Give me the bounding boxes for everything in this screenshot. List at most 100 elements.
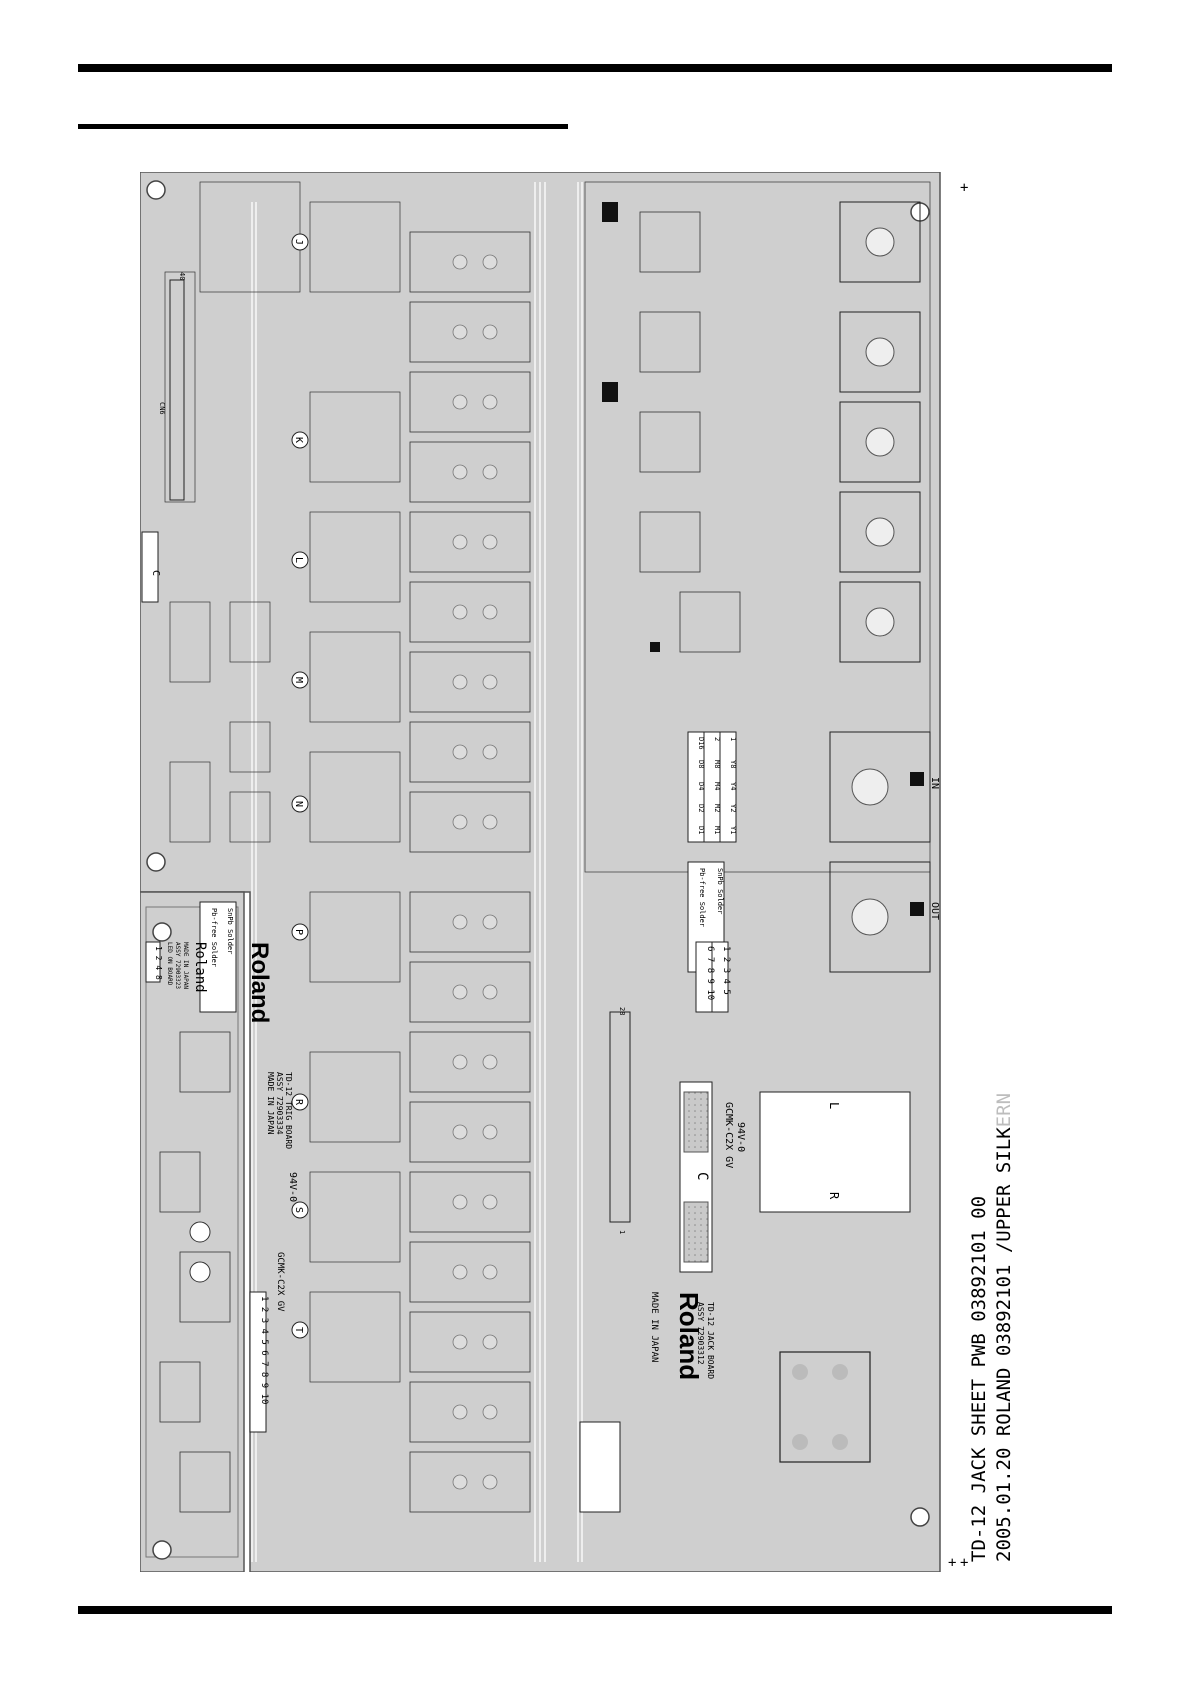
code-table: 1 Y8 Y4 Y2 Y1 2 M8 M4 M2 M1 D16 D8 D4 D2… — [687, 731, 737, 843]
zone-letter-n: N — [293, 801, 304, 807]
trig-box-n5: 5 — [259, 1339, 269, 1344]
code-cell: Y1 — [729, 826, 737, 834]
trig-assy: ASSY 72903334 — [275, 1072, 284, 1135]
code-cell: Y2 — [729, 804, 737, 812]
zone-letter-t: T — [293, 1327, 304, 1333]
svg-text:+: + — [960, 180, 968, 196]
zone-letters: J K L M N P R S T — [291, 233, 309, 1339]
trig-box-8: 8 — [154, 975, 163, 980]
svg-text:C: C — [150, 570, 161, 576]
zone-letter-p: P — [293, 929, 304, 935]
trig-box-n9: 9 — [259, 1383, 269, 1388]
main-board-name: TD-12 JACK BOARD — [706, 1302, 715, 1379]
zone-letter-j: J — [293, 239, 304, 245]
code-cell: D1 — [697, 826, 705, 834]
code-cell: 2 — [713, 737, 721, 741]
trig-box-4: 4 — [154, 965, 163, 970]
code-cell: M4 — [713, 782, 721, 790]
bottom-rule — [78, 1606, 1112, 1614]
trig-box-n2: 2 — [259, 1307, 269, 1312]
svg-text:1 2 3 4 5: 1 2 3 4 5 — [721, 946, 731, 995]
trig-box-n6: 6 — [259, 1350, 269, 1355]
box-6: 6 — [705, 946, 715, 951]
trig-box-1: 1 — [154, 946, 163, 951]
top-rule — [78, 64, 1112, 72]
sheet-title-lines: 2005.01.20 ROLAND 03892101 /UPPER SILKER… — [948, 180, 1015, 1571]
box-9: 9 — [705, 979, 715, 984]
box-1: 1 — [721, 946, 731, 951]
code-row-1: 1 — [729, 737, 737, 741]
lr-l: L — [827, 1102, 841, 1109]
trig-box-n7: 7 — [259, 1361, 269, 1366]
trig-made-in: MADE IN JAPAN — [266, 1072, 275, 1135]
cn6-connector: 40 CN6 — [158, 272, 186, 501]
snpb-label: SnPb Solder — [716, 868, 724, 914]
sheet-title-line: 2005.01.20 ROLAND 03892101 /UPPER SILK — [993, 1127, 1015, 1562]
code-cell: D2 — [697, 804, 705, 812]
sheet-title-faded: ERN — [993, 1093, 1015, 1127]
zone-letter-s: S — [293, 1207, 304, 1213]
jack-in-label: IN — [929, 777, 940, 789]
svg-text:1 2 3 4 5 6 7 8 9 10: 1 2 3 4 5 6 7 8 9 10 — [259, 1296, 269, 1404]
trig-roland-small: Roland — [192, 942, 208, 993]
pin-28: 28 — [618, 1007, 626, 1015]
cn101-connector: 28 1 C — [609, 1007, 713, 1273]
code-cell: M2 — [713, 804, 721, 812]
zone-letter-m: M — [293, 677, 304, 683]
trig-box-n1: 1 — [259, 1296, 269, 1301]
zone-letter-r: R — [293, 1099, 304, 1106]
box-5: 5 — [721, 989, 731, 994]
main-made-in: MADE IN JAPAN — [649, 1292, 659, 1362]
trig-roland-logo: Roland — [246, 942, 273, 1023]
zone-letter-k: K — [293, 437, 304, 443]
trig-snpb: SnPb Solder — [226, 908, 234, 954]
code-cell: M1 — [713, 826, 721, 834]
trig-box-n8: 8 — [259, 1372, 269, 1377]
trig-maker-code: GCMK-C2X GV — [275, 1252, 285, 1312]
svg-text:40: 40 — [178, 272, 186, 280]
main-roland-logo: Roland — [674, 1292, 704, 1380]
box-2: 2 — [721, 957, 731, 962]
trig-rating: 94V-0 — [287, 1172, 298, 1202]
trig-box-n10: 10 — [259, 1394, 269, 1405]
lr-r: R — [827, 1192, 841, 1200]
pbfree-label: Pb-free Solder — [698, 868, 706, 927]
trig-board-markings: SnPb Solder Pb-free Solder Roland Roland… — [145, 901, 298, 1513]
code-cell: Y4 — [729, 782, 737, 790]
box-7: 7 — [705, 957, 715, 962]
svg-text:+: + — [960, 1555, 968, 1571]
svg-text:+: + — [948, 1555, 956, 1571]
svg-text:6 7 8 9 10: 6 7 8 9 10 — [705, 946, 715, 1000]
jack-out-label: OUT — [929, 902, 940, 920]
box-4: 4 — [721, 979, 731, 984]
pcb-silk-drawing: 40 CN6 C J K L M N P R S T — [139, 171, 1040, 1573]
code-cell: D4 — [697, 782, 705, 790]
trig-box-2: 2 — [154, 956, 163, 961]
pwb-title-line: TD-12 JACK SHEET PWB 03892101 00 — [968, 1196, 990, 1562]
svg-text:2005.01.20 ROLAND 03892101 /UP: 2005.01.20 ROLAND 03892101 /UPPER SILKER… — [993, 1093, 1015, 1562]
trig-board-name: TD-12 TRIG BOARD — [284, 1072, 293, 1149]
main-maker-code: GCMK-C2X GV — [723, 1102, 734, 1168]
box-10: 10 — [705, 989, 715, 1000]
svg-text:1 2 4 8: 1 2 4 8 — [154, 946, 163, 980]
trig-led-board: LED ON BOARD — [166, 942, 173, 986]
trig-small-made-in: MADE IN JAPAN — [182, 942, 189, 989]
trig-pbfree: Pb-free Solder — [210, 908, 218, 967]
section-underline — [78, 124, 568, 129]
main-assy: ASSY 72903312 — [696, 1302, 705, 1365]
code-cell: D8 — [697, 760, 705, 768]
header-block-left: C — [141, 531, 161, 603]
trigger-jack-rows — [409, 231, 531, 1513]
code-cell: M8 — [713, 760, 721, 768]
pin-1: 1 — [618, 1230, 626, 1234]
cn-box-label: C — [694, 1172, 710, 1180]
trig-box-n3: 3 — [259, 1318, 269, 1323]
code-cell: Y8 — [729, 760, 737, 768]
trig-sub-assy: ASSY 72903323 — [174, 942, 181, 989]
box-8: 8 — [705, 968, 715, 973]
box-3: 3 — [721, 968, 731, 973]
jack-section: IN OUT — [584, 181, 940, 973]
code-boxes-main: 1 2 3 4 5 6 7 8 9 10 — [695, 941, 731, 1013]
svg-text:CN6: CN6 — [158, 402, 166, 415]
trig-box-n4: 4 — [259, 1329, 269, 1334]
